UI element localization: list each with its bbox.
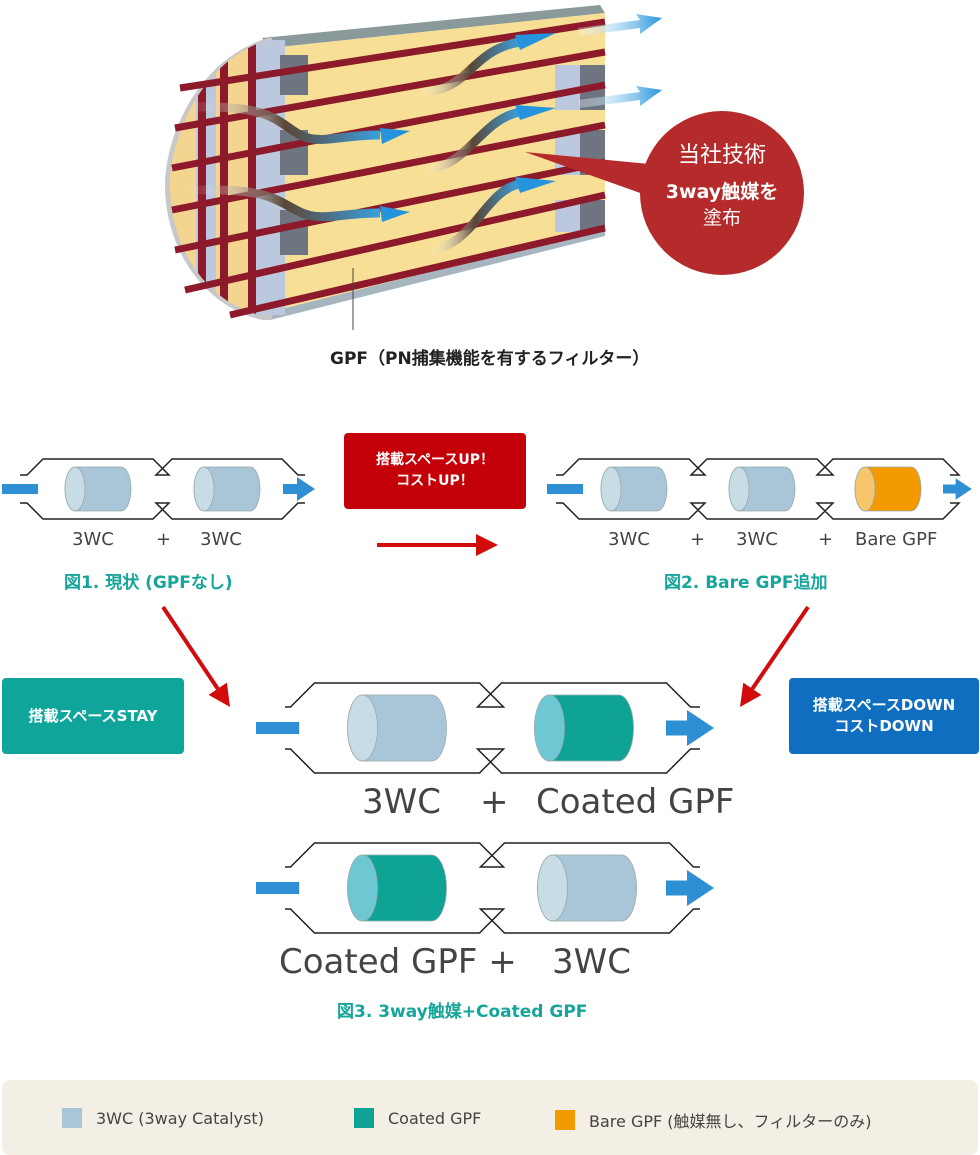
callout-down-line2: コストDOWN [834,717,934,735]
gpf-label: GPF（PN捕集機能を有するフィルター） [330,349,650,369]
legend: 3WC (3way Catalyst) Coated GPF Bare GPF … [2,1080,978,1155]
legend-item-3wc: 3WC (3way Catalyst) [62,1108,264,1128]
bubble-line3: 塗布 [702,207,741,229]
fig3-caption: 図3. 3way触媒+Coated GPF [337,1002,588,1022]
legend-item-bare-gpf: Bare GPF (触媒無し、フィルターのみ) [555,1108,871,1132]
flow-arrowheads [380,33,556,222]
fig1-caption: 図1. 現状 (GPFなし) [64,573,233,593]
legend-swatch-bare-gpf [555,1110,575,1130]
fig1-label-3wc-b: 3WC [200,529,242,550]
housing-top [262,5,605,48]
bubble-line2: 3way触媒を [665,181,779,203]
fig3-row1-inlet-flow-icon [256,722,300,734]
fig3-row2-label-3wc: 3WC [552,942,631,982]
gpf-illustration [165,5,804,330]
legend-label-3wc: 3WC (3way Catalyst) [96,1108,264,1128]
fig3-row2-label-coated-gpf: Coated GPF + [279,942,517,982]
fig1-to-fig3-arrow-icon [208,682,230,707]
fig3-row1-pipe-bottom [285,748,700,774]
legend-label-bare-gpf: Bare GPF (触媒無し、フィルターのみ) [589,1112,872,1131]
legend-swatch-3wc [62,1108,82,1128]
fig3-row2-3wc-catalyst-face-1 [537,854,568,922]
bubble-pointer [525,152,660,200]
legend-swatch-coated-gpf [354,1108,374,1128]
bubble-text: 当社技術 3way触媒を 塗布 [640,140,804,230]
fig1-to-fig3-shaft [161,605,220,690]
fig3-row2-inlet-flow-icon [256,882,300,894]
callout-space-down: 搭載スペースDOWN コストDOWN [789,678,979,754]
fig1-label-plus: + [156,529,172,550]
fig2-inlet-flow-icon [547,484,583,494]
fig1-label-3wc-a: 3WC [72,529,114,550]
fig2-bare-catalyst-face-2 [854,466,876,512]
exit-arrows [578,14,662,108]
legend-label-coated-gpf: Coated GPF [388,1108,482,1128]
fig2-label-3wc-a: 3WC [608,529,650,550]
callout-up-line2: コストUP！ [396,473,474,489]
fig3-row2-pipe-bottom [285,908,700,934]
fig2-label-plus-b: + [818,529,834,550]
fig3-row2-coated-catalyst-face-0 [347,854,378,922]
callout-space-up: 搭載スペースUP！ コストUP！ [344,433,526,509]
fig1-pipe-bottom [20,502,305,520]
fig3-row1-label-3wc: 3WC [362,782,441,822]
fig2-outlet-arrow-icon [943,478,972,500]
tech-bubble [640,111,804,275]
fig1-3wc-catalyst-face-1 [193,466,215,512]
fig1-outlet-arrow-icon [283,477,315,501]
fig1-3wc-catalyst-face-0 [64,466,86,512]
callout-down-line1: 搭載スペースDOWN [812,696,956,714]
fig2-to-fig3-arrow-icon [740,682,762,707]
fig1-inlet-flow-icon [2,484,38,494]
fig2-to-fig3-shaft [750,605,810,690]
fig3-row1-label-coated-gpf: Coated GPF [536,782,735,822]
fig3-row1-pipe-top [285,682,700,708]
fig2-3wc-catalyst-face-1 [728,466,750,512]
fig2-label-3wc-b: 3WC [736,529,778,550]
callout-up-line1: 搭載スペースUP！ [376,452,494,468]
fig3-row1-label-plus: + [480,782,509,822]
fig2-3wc-catalyst-face-0 [600,466,622,512]
fig1-pipe-top [20,458,305,476]
bubble-line1: 当社技術 [677,143,766,168]
filter-walls [171,18,606,319]
gas-flow [189,37,522,255]
flow-diagrams [2,458,972,934]
fig3-row1-outlet-arrow-icon [666,710,714,746]
fig3-row2-outlet-arrow-icon [666,870,714,906]
fig3-row1-coated-catalyst-face-1 [534,694,565,762]
fig2-label-bare-gpf: Bare GPF [855,529,938,550]
fig2-caption: 図2. Bare GPF追加 [664,573,828,593]
fig1-to-fig2-arrow-icon [476,534,498,556]
legend-item-coated-gpf: Coated GPF [354,1108,481,1128]
fig3-row2-pipe-top [285,842,700,868]
fig2-label-plus-a: + [690,529,706,550]
fig2-pipe-bottom [556,502,961,520]
callout-stay-line1: 搭載スペースSTAY [28,706,158,725]
fig2-pipe-top [556,458,961,476]
callout-space-stay: 搭載スペースSTAY [2,678,184,754]
fig3-row1-3wc-catalyst-face-0 [347,694,378,762]
